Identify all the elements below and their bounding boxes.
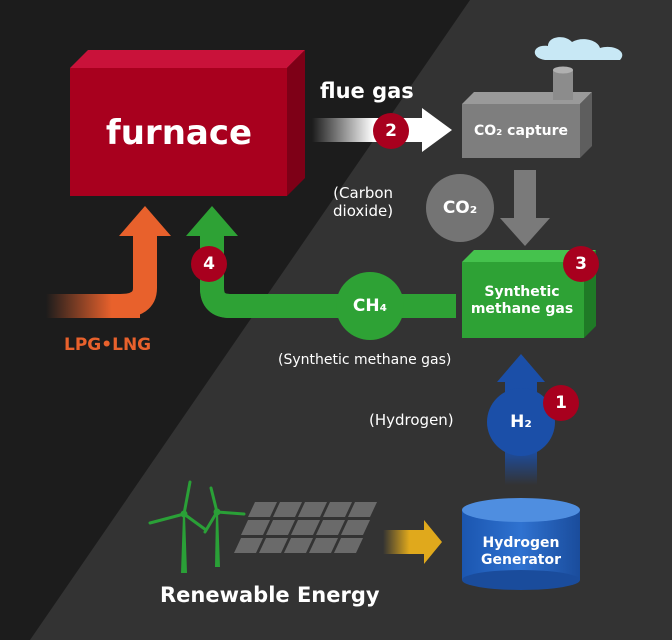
hydrogen-generator-label: Hydrogen Generator xyxy=(480,535,562,568)
renewable-energy-label: Renewable Energy xyxy=(160,583,380,607)
solar-cell xyxy=(248,502,277,517)
co2-symbol: CO₂ xyxy=(442,198,478,218)
lpg-lng-label: LPG•LNG xyxy=(64,335,152,355)
step-badge-1 xyxy=(543,385,579,421)
smoke-icon xyxy=(534,37,623,60)
step-badge-2 xyxy=(373,113,409,149)
renewable-arrow xyxy=(383,520,442,564)
synthetic-methane-label: Synthetic methane gas xyxy=(470,284,574,317)
h2-symbol: H₂ xyxy=(510,412,532,432)
lpg-lng-arrow xyxy=(46,206,171,318)
solar-cell xyxy=(259,538,288,553)
wind-turbine-icon xyxy=(203,486,246,567)
solar-cell xyxy=(348,502,377,517)
flue-gas-label: flue gas xyxy=(320,79,414,103)
solar-cell xyxy=(291,520,320,535)
hydrogen-generator-cylinder xyxy=(462,498,580,590)
step-number-1: 1 xyxy=(555,393,567,413)
ch4-symbol: CH₄ xyxy=(352,296,388,316)
co2-capture-label: CO₂ capture xyxy=(473,123,569,139)
solar-cell xyxy=(284,538,313,553)
solar-cell xyxy=(234,538,263,553)
furnace-box xyxy=(70,50,305,196)
ch4-circle xyxy=(336,272,404,340)
solar-cell xyxy=(266,520,295,535)
h2-caption: (Hydrogen) xyxy=(369,411,454,429)
step-number-3: 3 xyxy=(575,254,587,274)
step-number-2: 2 xyxy=(385,121,397,141)
solar-cell xyxy=(323,502,352,517)
ch4-caption: (Synthetic methane gas) xyxy=(278,352,452,368)
solar-cell xyxy=(309,538,338,553)
solar-cell xyxy=(334,538,363,553)
chimney xyxy=(553,66,573,100)
co2-down-arrow xyxy=(500,170,550,246)
step-badge-3 xyxy=(563,246,599,282)
h2-circle xyxy=(487,388,555,456)
co2-capture-box xyxy=(462,92,592,158)
solar-panel-icon xyxy=(234,502,377,553)
wind-turbine-icon xyxy=(148,480,208,573)
co2-circle xyxy=(426,174,494,242)
solar-cell xyxy=(341,520,370,535)
furnace-label: furnace xyxy=(105,113,253,153)
solar-cell xyxy=(298,502,327,517)
solar-cell xyxy=(273,502,302,517)
co2-caption: (Carbon dioxide) xyxy=(333,184,394,220)
step-badge-4 xyxy=(191,246,227,282)
step-number-4: 4 xyxy=(203,254,215,274)
solar-cell xyxy=(241,520,270,535)
solar-cell xyxy=(316,520,345,535)
